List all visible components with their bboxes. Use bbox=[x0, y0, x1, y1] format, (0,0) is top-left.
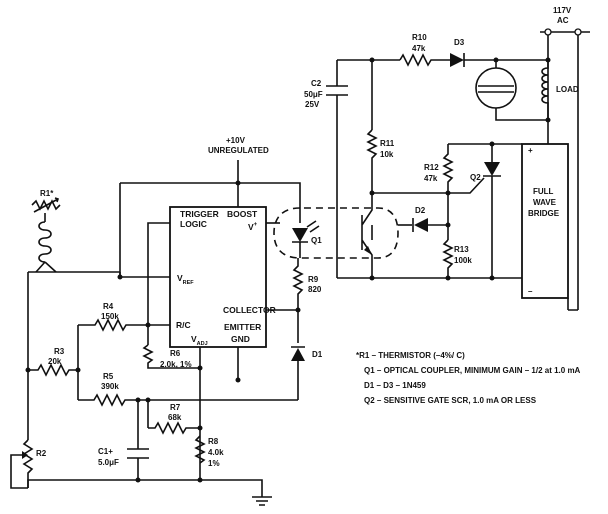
ic-pin-emitter: EMITTER bbox=[224, 322, 261, 332]
ic-title-boost: BOOST bbox=[227, 209, 258, 219]
r8-value: 4.0k bbox=[208, 448, 224, 457]
r1-label: R1* bbox=[40, 189, 54, 198]
r3-value: 20k bbox=[48, 357, 62, 366]
component-notes: *R1 – THERMISTOR (–4%/ C) Q1 – OPTICAL C… bbox=[356, 351, 581, 405]
r11-value: 10k bbox=[380, 150, 394, 159]
c1-value: 5.0μF bbox=[98, 458, 119, 467]
c2-label: C2 bbox=[311, 79, 322, 88]
r13-label: R13 bbox=[454, 245, 469, 254]
ic-pin-vadj: VADJ bbox=[191, 334, 208, 347]
r10-label: R10 bbox=[412, 33, 427, 42]
supply-voltage-label: +10V bbox=[226, 136, 246, 145]
ic-pin-rc: R/C bbox=[176, 320, 191, 330]
r4-label: R4 bbox=[103, 302, 114, 311]
r10-value: 47k bbox=[412, 44, 426, 53]
q1-label: Q1 bbox=[311, 236, 322, 245]
r8-label: R8 bbox=[208, 437, 219, 446]
load-inductor bbox=[541, 60, 549, 130]
diode-d3 bbox=[450, 53, 464, 67]
r7-value: 68k bbox=[168, 413, 182, 422]
resistor-r7 bbox=[148, 421, 200, 435]
note-q1: Q1 – OPTICAL COUPLER, MINIMUM GAIN – 1/2… bbox=[364, 366, 581, 375]
resistor-r5 bbox=[78, 393, 298, 407]
full-wave-bridge bbox=[521, 143, 569, 299]
resistor-r6 bbox=[142, 344, 200, 369]
thermistor-coil bbox=[38, 221, 52, 263]
ground-symbol bbox=[252, 496, 272, 506]
note-r1: *R1 – THERMISTOR (–4%/ C) bbox=[356, 351, 465, 360]
r7-label: R7 bbox=[170, 403, 181, 412]
load-label: LOAD bbox=[556, 85, 579, 94]
r12-value: 47k bbox=[424, 174, 438, 183]
neon-lamp bbox=[475, 67, 517, 109]
right-power-circuit: 117V AC C2 50μF 25V R10 47k D3 LOAD FUL bbox=[304, 6, 590, 311]
q1-phototransistor bbox=[361, 193, 373, 278]
r8-tolerance: 1% bbox=[208, 459, 220, 468]
resistor-r8 bbox=[194, 435, 206, 464]
supply-unregulated-label: UNREGULATED bbox=[208, 146, 269, 155]
left-control-circuit: TRIGGER BOOST LOGIC V+ VREF COLLECTOR R/… bbox=[10, 136, 323, 506]
r4-value: 150k bbox=[101, 312, 119, 321]
diode-d2 bbox=[414, 218, 428, 232]
resistor-r12 bbox=[442, 144, 454, 193]
r13-value: 100k bbox=[454, 256, 472, 265]
bridge-line-3: BRIDGE bbox=[528, 209, 560, 218]
r5-label: R5 bbox=[103, 372, 114, 381]
resistor-r9 bbox=[292, 258, 304, 343]
d2-label: D2 bbox=[415, 206, 426, 215]
ic-pin-vref: VREF bbox=[177, 273, 194, 286]
d3-label: D3 bbox=[454, 38, 465, 47]
r6-value: 2.0k, 1% bbox=[160, 360, 192, 369]
note-d1-d3: D1 – D3 – 1N459 bbox=[364, 381, 426, 390]
q2-label: Q2 bbox=[470, 173, 481, 182]
bridge-minus: – bbox=[528, 287, 533, 296]
ic-title-trigger: TRIGGER bbox=[180, 209, 219, 219]
r5-value: 390k bbox=[101, 382, 119, 391]
bridge-line-1: FULL bbox=[533, 187, 554, 196]
ic-title-logic: LOGIC bbox=[180, 219, 207, 229]
resistor-r11 bbox=[366, 129, 378, 193]
bridge-line-2: WAVE bbox=[533, 198, 557, 207]
scr-q2 bbox=[484, 162, 500, 176]
d1-label: D1 bbox=[312, 350, 323, 359]
potentiometer-r2 bbox=[22, 439, 34, 488]
r12-label: R12 bbox=[424, 163, 439, 172]
c2-voltage: 25V bbox=[305, 100, 320, 109]
diode-d1 bbox=[291, 348, 305, 361]
r3-label: R3 bbox=[54, 347, 65, 356]
supply-wire bbox=[119, 160, 301, 277]
resistor-r3 bbox=[28, 363, 78, 377]
ac-line-wires bbox=[540, 31, 590, 310]
r9-label: R9 bbox=[308, 275, 319, 284]
resistor-r10 bbox=[399, 53, 450, 67]
ic-pin-collector: COLLECTOR bbox=[223, 305, 276, 315]
r9-value: 820 bbox=[308, 285, 322, 294]
ic-pin-vplus: V+ bbox=[248, 222, 258, 232]
resistor-r13 bbox=[442, 239, 454, 278]
q1-led bbox=[292, 228, 308, 242]
resistor-r4 bbox=[78, 318, 170, 332]
r6-label: R6 bbox=[170, 349, 181, 358]
c1-label: C1+ bbox=[98, 447, 113, 456]
optical-coupler-outline bbox=[273, 207, 399, 259]
ground-rail bbox=[27, 479, 263, 497]
note-q2: Q2 – SENSITIVE GATE SCR, 1.0 mA OR LESS bbox=[364, 396, 537, 405]
r2-label: R2 bbox=[36, 449, 47, 458]
r11-label: R11 bbox=[380, 139, 395, 148]
ac-voltage-label: 117V bbox=[553, 6, 572, 15]
ac-type-label: AC bbox=[557, 16, 569, 25]
ic-pin-gnd: GND bbox=[231, 334, 250, 344]
c2-value: 50μF bbox=[304, 90, 323, 99]
bridge-plus: + bbox=[528, 146, 533, 155]
